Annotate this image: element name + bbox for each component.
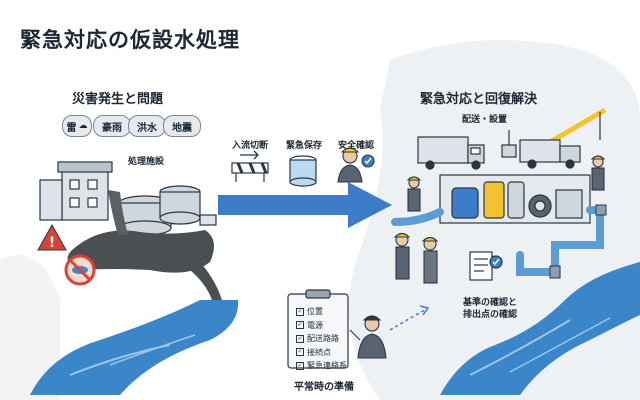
temporary-treatment-unit <box>439 174 591 224</box>
checklist-item: ✓緊急連絡系 <box>296 359 347 373</box>
chip-heavy-rain-label: 豪雨 <box>102 122 122 134</box>
page-title: 緊急対応の仮設水処理 <box>20 28 240 52</box>
checklist-item-label: 配送路路 <box>307 334 339 343</box>
checklist-item: ✓電源 <box>296 319 347 333</box>
right-heading: 緊急対応と回復解決 <box>420 92 538 107</box>
chip-flood-label: 洪水 <box>137 122 157 134</box>
storm-cloud-icon: ☁ <box>78 121 88 131</box>
facility-label: 処理施設 <box>128 157 165 167</box>
delivery-label: 配送・設置 <box>462 115 508 125</box>
chip-thunder: 雷 ☁ <box>62 115 92 137</box>
checklist-item: ✓配送路路 <box>296 332 347 346</box>
sludge-waterfall <box>108 190 128 235</box>
checklist-item-label: 緊急連絡系 <box>307 361 347 370</box>
dotted-arrow <box>389 309 426 331</box>
warning-sign-icon: ! <box>37 223 67 251</box>
mobile-crane <box>501 107 607 169</box>
checklist-item-label: 電源 <box>307 320 323 330</box>
document-check-icon <box>469 251 503 281</box>
barrier-icon <box>231 162 269 182</box>
inspector-icon <box>337 147 375 183</box>
storage-tank-icon <box>289 155 317 187</box>
step-inflow-cut: 入流切断 <box>232 141 269 151</box>
delivery-truck <box>417 136 485 170</box>
pipe-fittings <box>549 204 607 279</box>
right-river <box>440 262 640 395</box>
preparation-caption: 平常時の準備 <box>294 382 354 393</box>
left-river <box>30 300 239 395</box>
workers-right <box>393 155 606 284</box>
presenter-person <box>349 315 387 359</box>
step-safety-check: 安全確認 <box>338 141 375 151</box>
standards-label-line1: 基準の確認と <box>463 298 518 308</box>
chip-earthquake-label: 地震 <box>172 122 192 134</box>
chip-flood: 洪水 <box>128 115 166 137</box>
step-emergency-storage: 緊急保存 <box>286 141 323 151</box>
overflow-sludge <box>67 230 214 273</box>
checklist-item-label: 位置 <box>307 307 323 316</box>
preparation-checklist: ✓位置 ✓電源 ✓配送路路 ✓接続点 ✓緊急連絡系 <box>296 305 347 373</box>
sludge-stream <box>180 258 222 300</box>
no-fish-icon <box>64 254 96 286</box>
checklist-item: ✓接続点 <box>296 346 347 360</box>
chip-earthquake: 地震 <box>163 115 201 137</box>
svg-text:!: ! <box>49 235 55 251</box>
facility-building <box>57 161 113 221</box>
arrow-right-icon <box>240 150 259 160</box>
checklist-item: ✓位置 <box>296 305 347 319</box>
background-blob-left <box>0 255 60 400</box>
left-heading: 災害発生と問題 <box>72 92 164 107</box>
chip-thunder-label: 雷 <box>66 122 77 134</box>
standards-label-line2: 排出点の確認 <box>463 310 518 320</box>
checklist-item-label: 接続点 <box>307 347 331 357</box>
chip-heavy-rain: 豪雨 <box>93 115 131 137</box>
big-flow-arrow <box>218 182 392 228</box>
